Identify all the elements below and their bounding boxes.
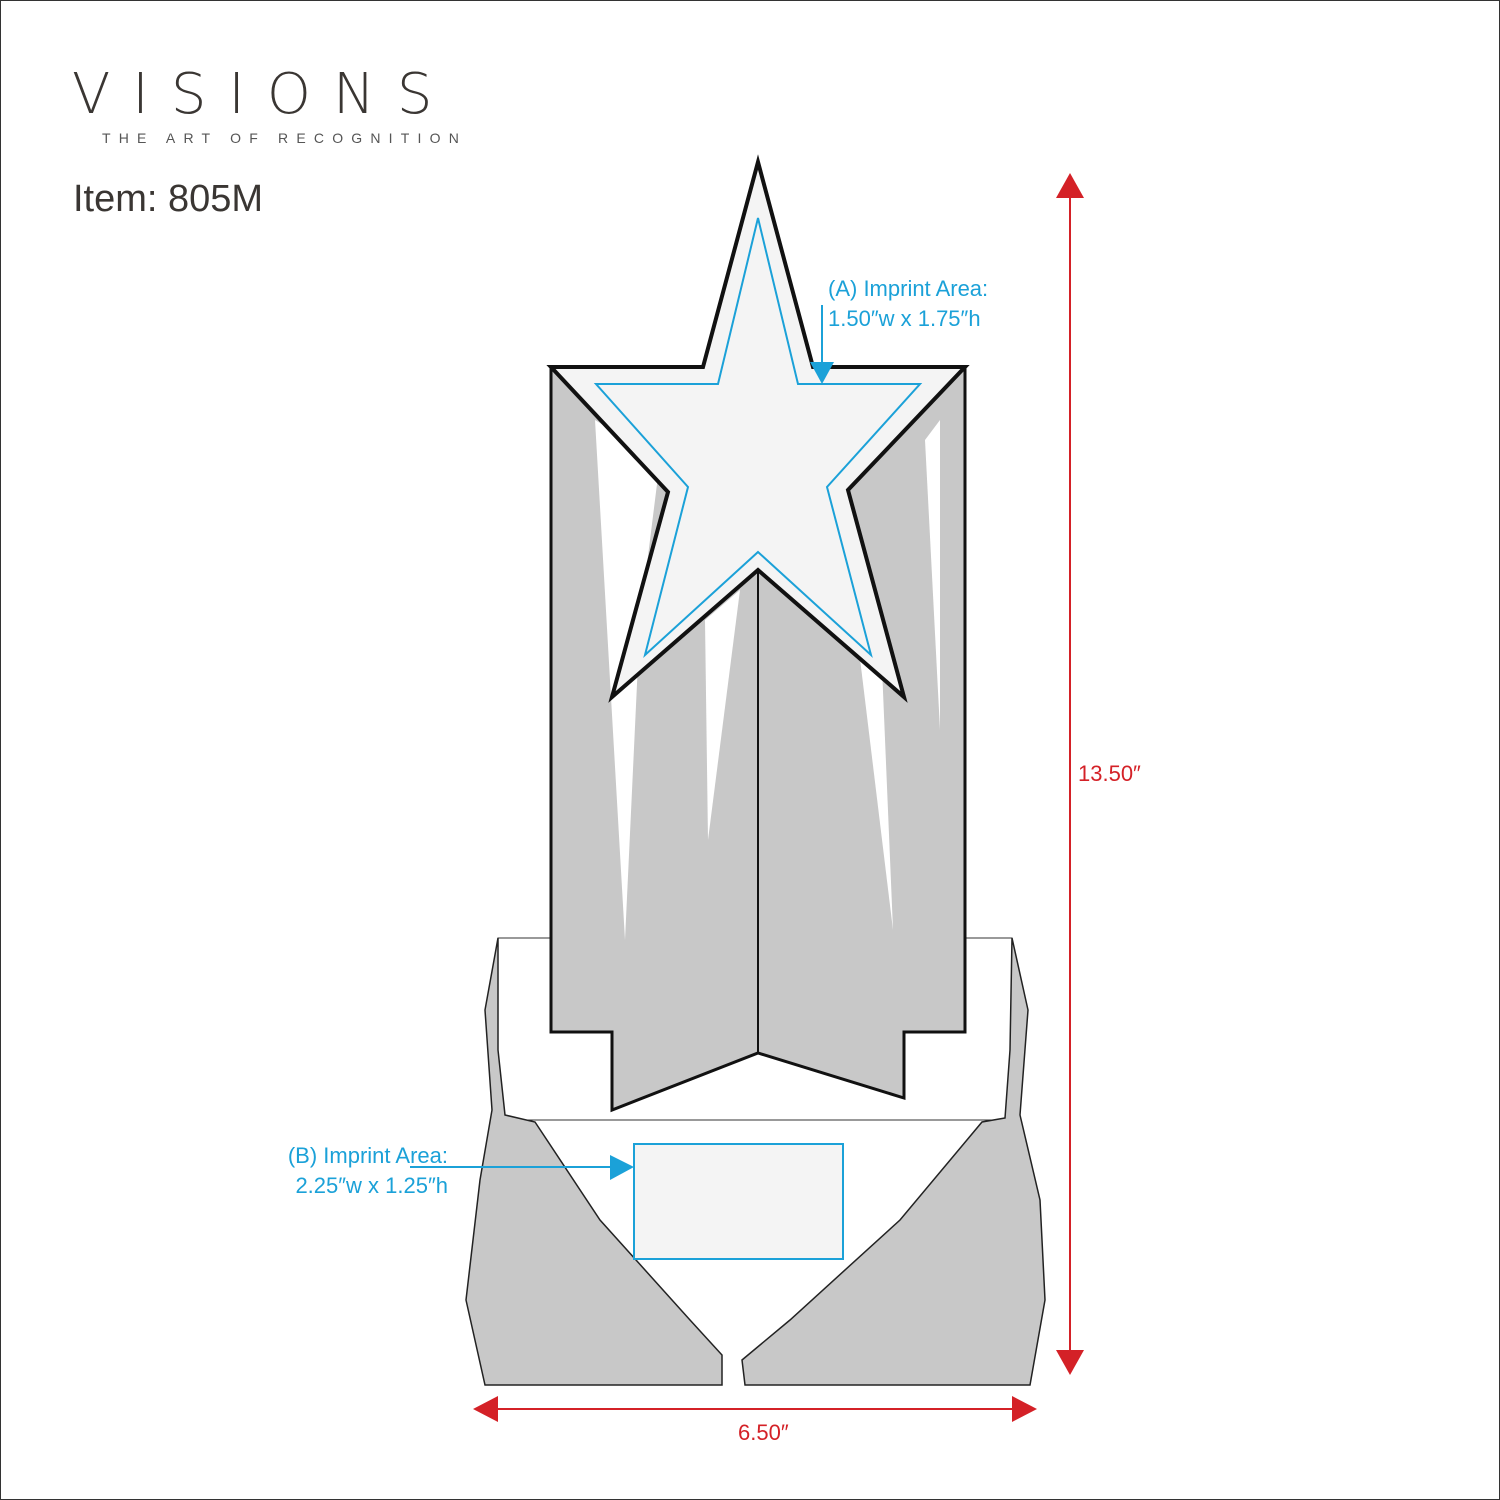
column-highlight xyxy=(705,590,740,840)
height-label: 13.50″ xyxy=(1078,761,1141,786)
imprint-b-label: (B) Imprint Area: 2.25″w x 1.25″h xyxy=(258,1141,448,1201)
arrow-up-icon xyxy=(1056,173,1084,198)
imprint-a-label: (A) Imprint Area: 1.50″w x 1.75″h xyxy=(828,274,988,334)
arrow-icon xyxy=(810,362,834,384)
star xyxy=(546,154,970,703)
arrow-icon xyxy=(610,1155,634,1180)
imprint-a-title: (A) Imprint Area: xyxy=(828,276,989,301)
arrow-down-icon xyxy=(1056,1350,1084,1375)
column-highlight xyxy=(925,420,940,730)
imprint-a-size: 1.50″w x 1.75″h xyxy=(828,306,981,331)
item-number: Item: 805M xyxy=(73,178,264,220)
arrow-left-icon xyxy=(473,1396,498,1422)
base-rock-left xyxy=(465,937,723,1386)
imprint-b-area xyxy=(633,1143,844,1260)
imprint-b-size: 2.25″w x 1.25″h xyxy=(295,1173,448,1198)
base-rock-right xyxy=(741,937,1046,1386)
imprint-a-area xyxy=(593,217,923,659)
brand-logo: VISIONS xyxy=(72,62,455,127)
brand-tagline: THE ART OF RECOGNITION xyxy=(102,130,468,146)
arrow-right-icon xyxy=(1012,1396,1037,1422)
imprint-b-title: (B) Imprint Area: xyxy=(287,1143,448,1168)
width-label: 6.50″ xyxy=(738,1420,789,1445)
